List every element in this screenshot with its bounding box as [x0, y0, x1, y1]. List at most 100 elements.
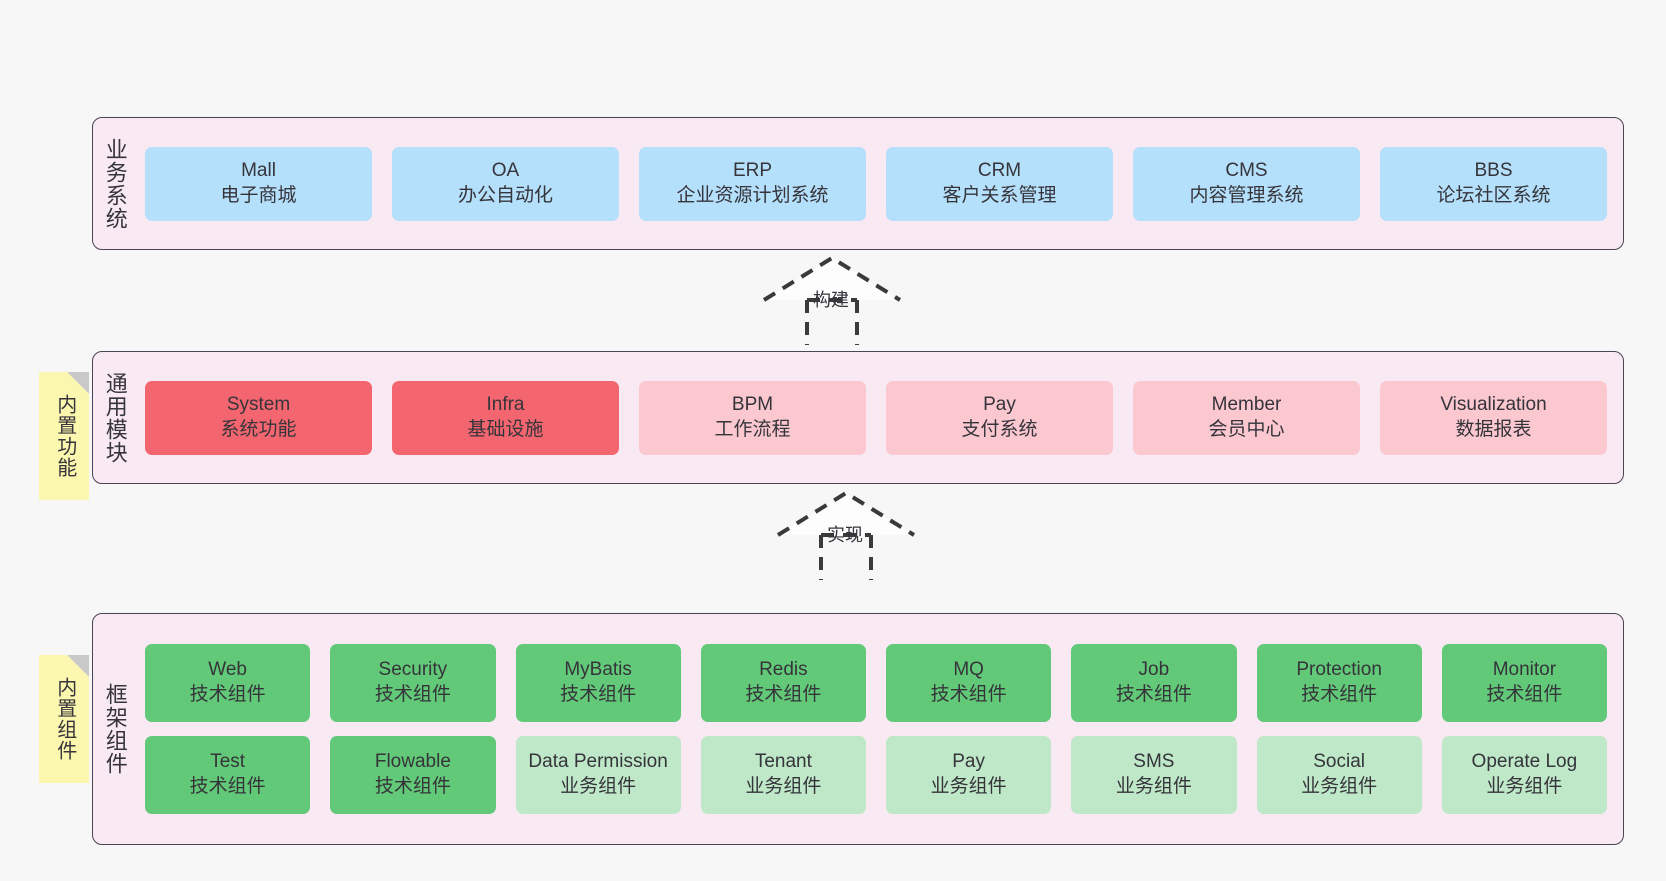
note-builtin-components: 内置组件	[39, 655, 89, 783]
component-box[interactable]: Pay 业务组件	[886, 736, 1052, 814]
component-subtitle: 企业资源计划系统	[676, 184, 829, 206]
component-name: Flowable	[374, 751, 451, 773]
component-box[interactable]: BBS 论坛社区系统	[1380, 146, 1607, 221]
connector-build-label: 构建	[813, 290, 849, 310]
connector-implement-arrow	[776, 490, 916, 580]
connector-implement-label: 实现	[827, 525, 863, 545]
component-subtitle: 会员中心	[1208, 418, 1285, 440]
component-box[interactable]: CMS 内容管理系统	[1133, 146, 1360, 221]
component-subtitle: 工作流程	[714, 418, 791, 440]
component-box[interactable]: Pay 支付系统	[886, 380, 1113, 455]
component-box[interactable]: OA 办公自动化	[392, 146, 619, 221]
component-subtitle: 业务组件	[930, 776, 1007, 797]
component-name: Test	[210, 751, 246, 773]
layer-business-system-title: 业务系统	[102, 137, 128, 230]
component-subtitle: 支付系统	[961, 418, 1038, 440]
component-name: Operate Log	[1471, 751, 1578, 773]
component-name: Tenant	[754, 751, 812, 773]
connector-build-arrow	[762, 255, 902, 345]
component-name: BPM	[731, 393, 774, 415]
component-name: Pay	[983, 393, 1016, 415]
component-name: MQ	[953, 659, 984, 681]
component-subtitle: 基础设施	[467, 418, 544, 440]
component-name: Pay	[952, 751, 985, 773]
layer-general-modules-body: System 系统功能 Infra 基础设施 BPM 工作流程 Pay 支付系统 Member 会…	[137, 352, 1623, 483]
component-subtitle: 业务组件	[560, 776, 637, 797]
component-subtitle: 内容管理系统	[1189, 184, 1304, 206]
component-name: System	[226, 393, 291, 415]
component-subtitle: 客户关系管理	[942, 184, 1057, 206]
component-name: Infra	[486, 393, 525, 415]
component-subtitle: 技术组件	[374, 776, 451, 797]
component-name: Security	[378, 659, 448, 681]
component-name: CMS	[1225, 159, 1268, 181]
component-box[interactable]: Data Permission 业务组件	[515, 736, 681, 814]
layer-general-modules: 通用模块 System 系统功能 Infra 基础设施 BPM 工作流程 Pay 支付系统 Me…	[92, 351, 1624, 484]
component-box[interactable]: Job 技术组件	[1071, 644, 1237, 722]
general-modules-row: System 系统功能 Infra 基础设施 BPM 工作流程 Pay 支付系统 Member 会…	[145, 380, 1607, 455]
note-builtin-features: 内置功能	[39, 372, 89, 500]
note-builtin-features-label: 内置功能	[53, 394, 76, 478]
component-box[interactable]: Test 技术组件	[145, 736, 311, 814]
component-box[interactable]: Operate Log 业务组件	[1441, 736, 1607, 814]
component-subtitle: 技术组件	[189, 776, 266, 797]
component-name: SMS	[1133, 751, 1175, 773]
component-name: ERP	[732, 159, 773, 181]
connector-implement: 实现	[766, 485, 926, 581]
component-subtitle: 数据报表	[1455, 418, 1532, 440]
component-subtitle: 业务组件	[1115, 776, 1192, 797]
component-box[interactable]: Web 技术组件	[145, 644, 311, 722]
component-box[interactable]: CRM 客户关系管理	[886, 146, 1113, 221]
component-box[interactable]: Tenant 业务组件	[700, 736, 866, 814]
component-box[interactable]: Monitor 技术组件	[1441, 644, 1607, 722]
component-box[interactable]: Member 会员中心	[1133, 380, 1360, 455]
note-builtin-components-label: 内置组件	[53, 677, 76, 761]
component-box[interactable]: System 系统功能	[145, 380, 372, 455]
component-box[interactable]: Flowable 技术组件	[330, 736, 496, 814]
component-box[interactable]: SMS 业务组件	[1071, 736, 1237, 814]
component-name: Social	[1313, 751, 1365, 773]
component-box[interactable]: Infra 基础设施	[392, 380, 619, 455]
component-subtitle: 技术组件	[1301, 684, 1378, 705]
component-subtitle: 业务组件	[745, 776, 822, 797]
component-subtitle: 业务组件	[1301, 776, 1378, 797]
component-box[interactable]: Social 业务组件	[1256, 736, 1422, 814]
component-name: Member	[1211, 393, 1282, 415]
component-subtitle: 业务组件	[1486, 776, 1563, 797]
layer-general-modules-title: 通用模块	[102, 371, 128, 464]
component-subtitle: 论坛社区系统	[1436, 184, 1551, 206]
component-subtitle: 技术组件	[930, 684, 1007, 705]
component-subtitle: 技术组件	[1486, 684, 1563, 705]
component-box[interactable]: MQ 技术组件	[886, 644, 1052, 722]
component-name: Data Permission	[528, 751, 668, 773]
component-box[interactable]: BPM 工作流程	[639, 380, 866, 455]
component-box[interactable]: Security 技术组件	[330, 644, 496, 722]
component-name: Monitor	[1492, 659, 1557, 681]
component-subtitle: 系统功能	[220, 418, 297, 440]
component-subtitle: 技术组件	[1115, 684, 1192, 705]
component-subtitle: 办公自动化	[457, 184, 553, 206]
component-name: Redis	[759, 659, 808, 681]
component-subtitle: 技术组件	[374, 684, 451, 705]
component-name: BBS	[1474, 159, 1513, 181]
component-name: Job	[1138, 659, 1170, 681]
component-subtitle: 技术组件	[189, 684, 266, 705]
component-name: Web	[208, 659, 247, 681]
component-name: OA	[491, 159, 520, 181]
component-name: CRM	[977, 159, 1022, 181]
component-subtitle: 技术组件	[560, 684, 637, 705]
component-box[interactable]: ERP 企业资源计划系统	[639, 146, 866, 221]
